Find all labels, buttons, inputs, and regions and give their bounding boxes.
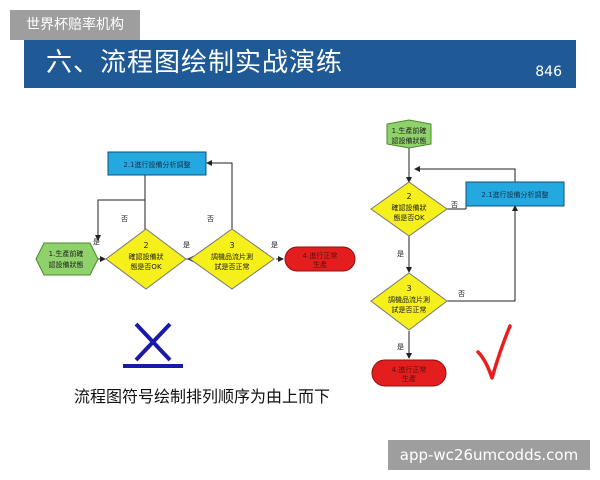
right-end-label-2: 生產	[402, 374, 416, 383]
left-start-label-2: 認設備狀態	[49, 260, 84, 269]
watermark-bottom: app-wc26umcodds.com	[388, 440, 590, 470]
left-end-node	[284, 246, 356, 272]
right-yes-label-2: 是	[397, 343, 404, 351]
slide-caption: 流程图符号绘制排列顺序为由上而下	[74, 387, 331, 406]
right-decision-2-label-1: 調機品流片測	[388, 295, 430, 304]
right-decision-1-label-1: 確認設備狀	[392, 203, 427, 212]
right-yes-label-1: 是	[397, 250, 404, 258]
slide-title: 六、流程图绘制实战演练	[46, 48, 344, 78]
left-decision-2-label-1: 調機品流片測	[211, 252, 253, 261]
right-decision-2	[370, 272, 448, 331]
left-end-label-2: 生產	[313, 260, 327, 269]
left-yes-label-2: 是	[183, 241, 190, 249]
left-yes-label-1: 是	[93, 238, 100, 246]
right-decision-2-label-2: 試是否正常	[392, 305, 427, 314]
watermark-top: 世界杯赔率机构	[10, 10, 140, 40]
slide-number: 846	[535, 64, 562, 80]
left-start-node	[35, 242, 99, 276]
left-yes-label-3: 是	[271, 241, 278, 249]
left-decision-1-label-1: 確認設備狀	[129, 252, 164, 261]
left-decision-1	[105, 228, 187, 290]
left-decision-2	[189, 228, 275, 290]
cross-mark-icon	[123, 322, 183, 368]
right-decision-1-label-2: 態是否OK	[393, 213, 425, 222]
right-start-node	[386, 119, 432, 149]
left-start-label-1: 1.生產前確	[49, 249, 84, 258]
left-decision-1-label-2: 態是否OK	[130, 262, 162, 271]
right-start-label-2: 認設備狀態	[392, 136, 427, 145]
right-end-node	[371, 359, 447, 387]
right-decision-1-step: 2	[406, 192, 411, 201]
right-end-label-1: 4.進行正常	[392, 365, 427, 374]
header-bar	[24, 40, 576, 88]
left-flowchart: 1.生產前確 認設備狀態 2 確認設備狀 態是否OK 3 調機品流片測 試是否正…	[35, 151, 356, 368]
left-decision-1-step: 2	[143, 241, 148, 250]
left-end-label-1: 4.進行正常	[303, 251, 338, 260]
right-process-adjust-label: 2.1進行設備分析調整	[481, 190, 548, 199]
left-no-label-2: 否	[207, 215, 214, 223]
right-no-label-1: 否	[451, 201, 458, 209]
left-decision-2-label-2: 試是否正常	[215, 262, 250, 271]
left-process-adjust	[107, 151, 207, 176]
left-no-label-1: 否	[121, 215, 128, 223]
left-decision-2-step: 3	[229, 241, 234, 250]
right-decision-2-step: 3	[406, 284, 411, 293]
right-decision-1	[370, 181, 448, 237]
right-flowchart: 1.生產前確 認設備狀態 2 確認設備狀 態是否OK 3 調機品流片測 試是否正…	[370, 119, 565, 387]
left-process-adjust-label: 2.1進行設備分析調整	[123, 160, 190, 169]
check-mark-icon	[476, 324, 512, 380]
right-start-label-1: 1.生產前確	[392, 126, 427, 135]
right-process-adjust	[465, 181, 565, 207]
right-no-label-2: 否	[458, 290, 465, 298]
